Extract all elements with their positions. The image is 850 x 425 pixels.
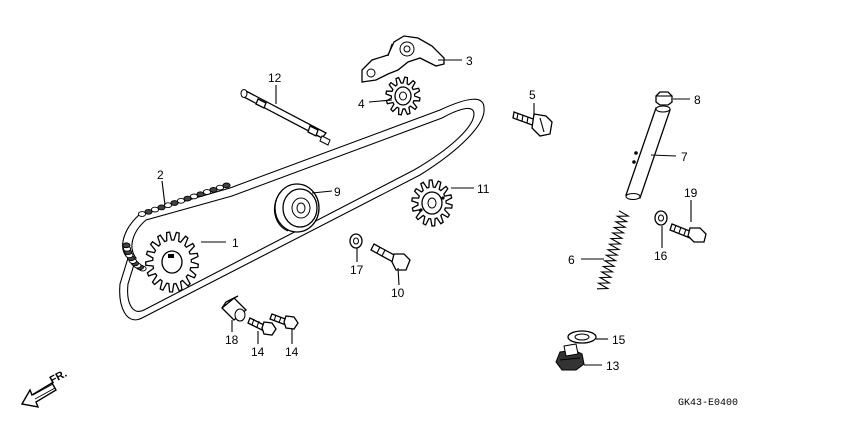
callout-9: 9 (334, 185, 341, 199)
callout-5: 5 (529, 88, 536, 102)
callout-4: 4 (358, 97, 365, 111)
bolt-14b (269, 313, 299, 330)
drive-sprocket (144, 231, 199, 293)
callout-8: 8 (694, 93, 701, 107)
leader-lines (161, 59, 692, 366)
part-callouts: 1 2 3 4 5 6 7 8 9 10 11 12 13 14 14 15 1… (157, 54, 701, 373)
washer-17 (349, 233, 363, 249)
callout-1: 1 (232, 236, 239, 250)
callout-6: 6 (568, 253, 575, 267)
washer-15 (567, 330, 597, 344)
chain-link (222, 182, 231, 189)
callout-14a: 14 (251, 345, 265, 359)
washer-16 (654, 210, 668, 226)
tensioner-spring (596, 210, 631, 290)
tensioner-arm (361, 35, 445, 83)
tensioner-tube (625, 105, 671, 200)
guide-shaft (240, 89, 331, 146)
bolt-19 (669, 223, 707, 243)
callout-19: 19 (684, 186, 698, 200)
chain-links (122, 182, 231, 272)
diagram-code: GK43-E0400 (678, 398, 738, 409)
bolt-5 (512, 111, 553, 137)
front-label: FR. (48, 368, 69, 387)
callout-14b: 14 (285, 345, 299, 359)
chain-link (122, 242, 131, 249)
callout-17: 17 (350, 263, 364, 277)
plug-13 (555, 343, 585, 371)
callout-13: 13 (606, 359, 620, 373)
bolt-14a (247, 317, 277, 336)
callout-15: 15 (612, 333, 626, 347)
front-direction-arrow: FR. (20, 368, 69, 408)
callout-10: 10 (391, 286, 405, 300)
callout-11: 11 (477, 182, 490, 196)
callout-7: 7 (681, 150, 688, 164)
callout-2: 2 (157, 168, 164, 182)
callout-18: 18 (225, 333, 239, 347)
cam-sprocket (411, 179, 453, 227)
collar-18 (221, 295, 247, 322)
callout-12: 12 (268, 71, 282, 85)
cam-chain (119, 98, 485, 321)
bolt-10 (370, 243, 411, 271)
tensioner-sprocket (385, 76, 421, 116)
callout-16: 16 (654, 249, 668, 263)
guide-roller (273, 183, 320, 233)
callout-3: 3 (466, 54, 473, 68)
cap-8 (655, 91, 673, 106)
